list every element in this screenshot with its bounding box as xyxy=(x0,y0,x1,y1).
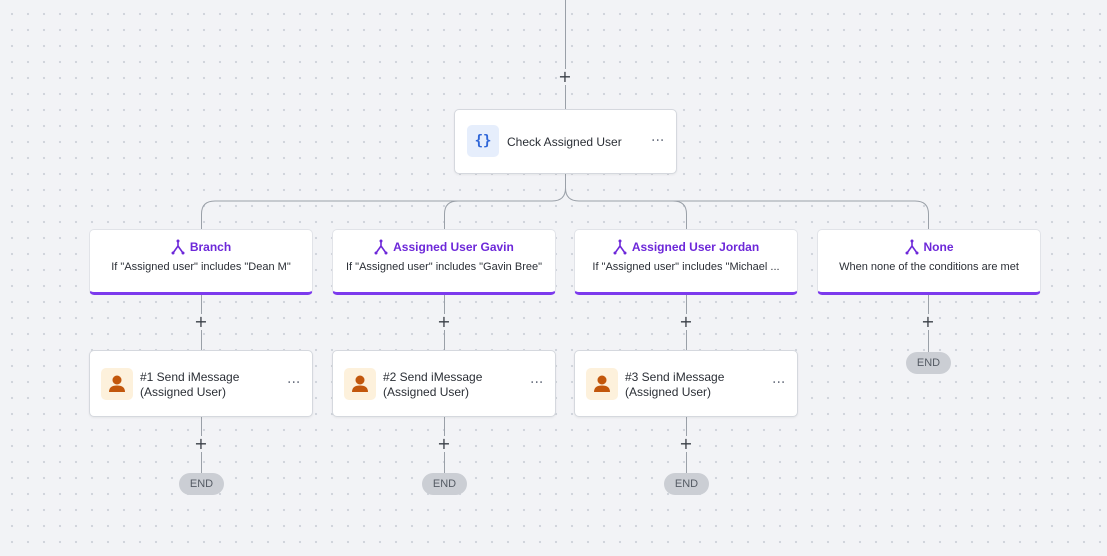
node-title: Check Assigned User xyxy=(507,135,622,149)
branch-icon xyxy=(613,239,627,255)
person-icon xyxy=(586,368,618,400)
add-step-button[interactable]: + xyxy=(193,312,209,331)
node-title: #1 Send iMessage(Assigned User) xyxy=(140,370,240,399)
send-imessage-node-2[interactable]: #2 Send iMessage(Assigned User) ··· xyxy=(332,350,556,417)
end-marker: END xyxy=(664,473,709,495)
branch-card-2[interactable]: Assigned User Gavin If "Assigned user" i… xyxy=(332,229,556,295)
add-step-button[interactable]: + xyxy=(678,434,694,453)
send-imessage-node-1[interactable]: #1 Send iMessage(Assigned User) ··· xyxy=(89,350,313,417)
more-options-icon[interactable]: ··· xyxy=(772,375,786,391)
end-marker: END xyxy=(179,473,224,495)
more-options-icon[interactable]: ··· xyxy=(287,375,301,391)
branch-title: Assigned User Gavin xyxy=(393,240,514,254)
branch-condition: If "Assigned user" includes "Michael ... xyxy=(592,261,780,273)
branch-title: None xyxy=(923,240,954,254)
branch-title: Branch xyxy=(189,240,232,254)
node-title: #3 Send iMessage(Assigned User) xyxy=(625,370,725,399)
add-step-button[interactable]: + xyxy=(557,67,573,86)
add-step-button[interactable]: + xyxy=(678,312,694,331)
branch-condition: When none of the conditions are met xyxy=(839,261,1019,273)
branch-icon xyxy=(374,239,388,255)
branch-title: Assigned User Jordan xyxy=(631,240,760,254)
branch-condition: If "Assigned user" includes "Gavin Bree" xyxy=(346,261,542,273)
branch-card-3[interactable]: Assigned User Jordan If "Assigned user" … xyxy=(574,229,798,295)
add-step-button[interactable]: + xyxy=(436,312,452,331)
person-icon xyxy=(344,368,376,400)
branch-condition: If "Assigned user" includes "Dean M" xyxy=(111,261,291,273)
more-options-icon[interactable]: ··· xyxy=(651,133,665,149)
branch-card-1[interactable]: Branch If "Assigned user" includes "Dean… xyxy=(89,229,313,295)
code-braces-icon: {} xyxy=(467,125,499,157)
end-marker: END xyxy=(906,352,951,374)
node-title: #2 Send iMessage(Assigned User) xyxy=(383,370,483,399)
branch-icon xyxy=(171,239,185,255)
person-icon xyxy=(101,368,133,400)
add-step-button[interactable]: + xyxy=(436,434,452,453)
add-step-button[interactable]: + xyxy=(920,312,936,331)
send-imessage-node-3[interactable]: #3 Send iMessage(Assigned User) ··· xyxy=(574,350,798,417)
branch-card-none[interactable]: None When none of the conditions are met xyxy=(817,229,1041,295)
branch-icon xyxy=(905,239,918,255)
add-step-button[interactable]: + xyxy=(193,434,209,453)
more-options-icon[interactable]: ··· xyxy=(530,375,544,391)
check-assigned-user-node[interactable]: {} Check Assigned User ··· xyxy=(454,109,677,174)
end-marker: END xyxy=(422,473,467,495)
